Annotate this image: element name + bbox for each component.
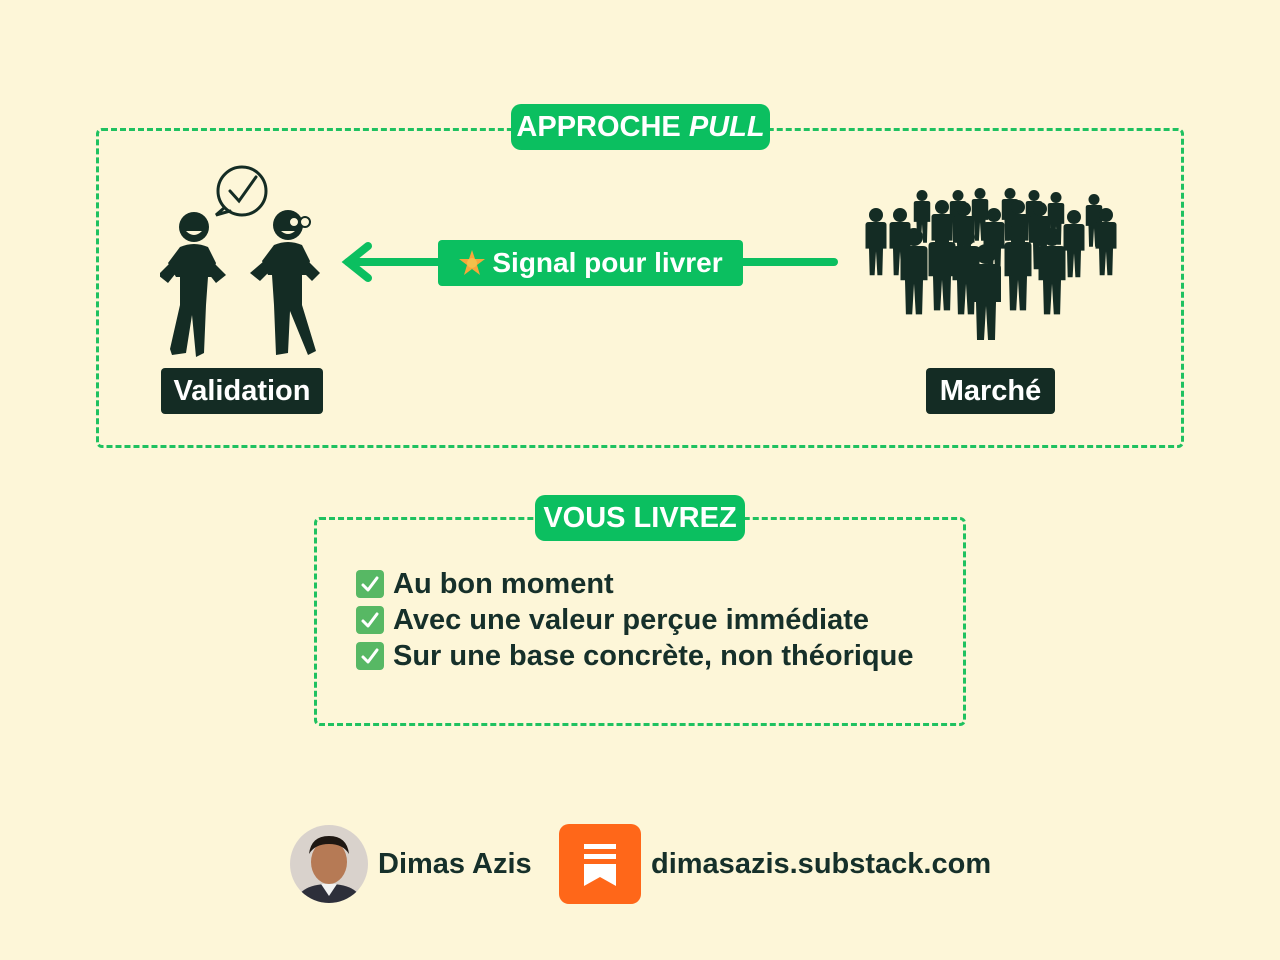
crowd-person-icon xyxy=(1038,228,1066,315)
website-link[interactable]: dimasazis.substack.com xyxy=(651,848,992,880)
signal-label: Signal pour livrer xyxy=(438,240,743,286)
list-item: Sur une base concrète, non théorique xyxy=(356,638,914,674)
market-label: Marché xyxy=(926,368,1055,414)
substack-logo-icon xyxy=(559,824,641,904)
market-crowd-icon xyxy=(865,188,1117,340)
crowd-person-icon xyxy=(1063,210,1085,278)
checkmark-icon xyxy=(356,642,384,670)
author-name: Dimas Azis xyxy=(378,848,532,880)
checkmark-icon xyxy=(356,606,384,634)
crowd-person-icon xyxy=(928,224,956,311)
list-item-text: Au bon moment xyxy=(393,568,614,600)
list-item-text: Sur une base concrète, non théorique xyxy=(393,640,914,672)
crowd-person-icon xyxy=(1004,224,1032,311)
list-item: Au bon moment xyxy=(356,566,914,602)
approval-bubble-icon xyxy=(215,165,268,217)
validation-label: Validation xyxy=(161,368,323,414)
list-item: Avec une valeur perçue immédiate xyxy=(356,602,914,638)
crowd-person-icon xyxy=(865,208,887,276)
crowd-person-icon xyxy=(1095,208,1117,276)
author-avatar xyxy=(290,825,368,903)
delivery-title: VOUS LIVREZ xyxy=(535,495,745,541)
delivery-list: Au bon moment Avec une valeur perçue imm… xyxy=(356,566,914,674)
crowd-person-icon xyxy=(900,228,928,315)
sparkle-icon xyxy=(459,250,486,275)
pull-title-italic: PULL xyxy=(688,111,765,143)
crowd-person-icon xyxy=(971,244,1001,340)
signal-label-text: Signal pour livrer xyxy=(492,247,723,278)
validation-people-icon xyxy=(160,165,320,357)
list-item-text: Avec une valeur perçue immédiate xyxy=(393,604,870,636)
pull-approach-title: APPROCHE PULL xyxy=(511,104,770,150)
checkmark-icon xyxy=(356,570,384,598)
pull-title-plain: APPROCHE xyxy=(516,111,689,143)
